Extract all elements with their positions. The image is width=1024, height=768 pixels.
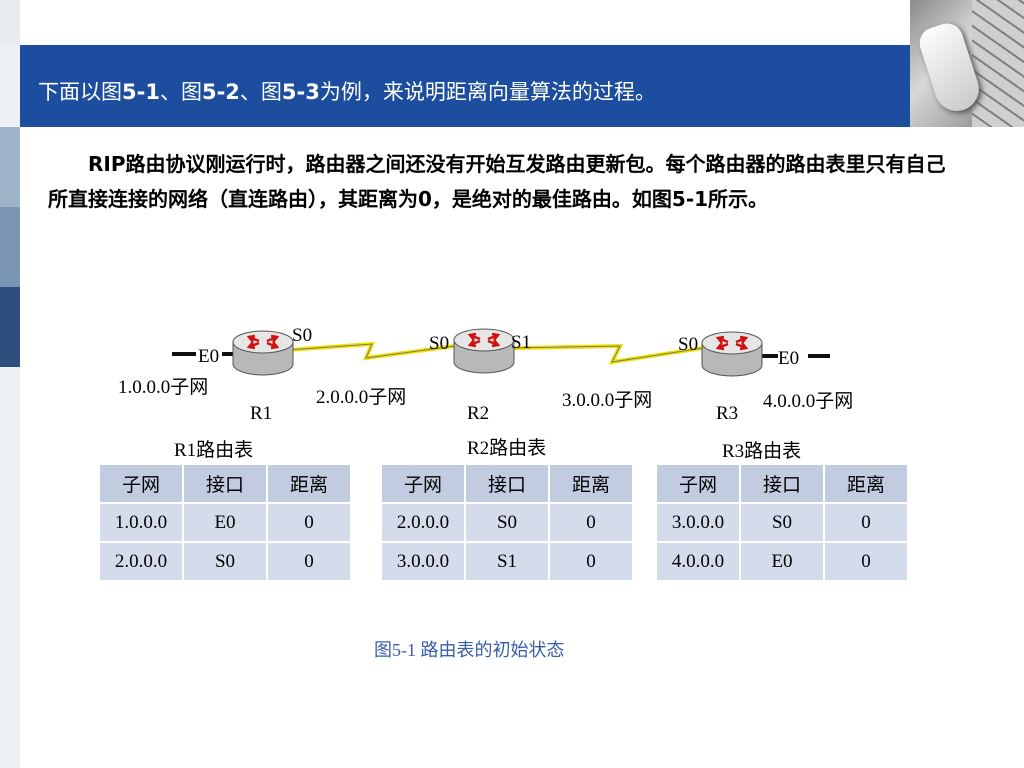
- router-r2-label: R2: [467, 403, 489, 424]
- table-header-row: 子网接口距离: [655, 463, 909, 504]
- r2-interface-s1: S1: [511, 332, 531, 353]
- header-band: [20, 45, 910, 127]
- serial-link-r2-r3: [513, 343, 704, 365]
- r1-interface-s0: S0: [292, 325, 312, 346]
- router-r2: [452, 327, 516, 375]
- router-r1-label: R1: [250, 403, 272, 424]
- slide-title: 下面以图5-1、图5-2、图5-3为例，来说明距离向量算法的过程。: [38, 80, 656, 104]
- decorative-photo-mouse-keyboard: [910, 0, 1024, 127]
- subnet-1-label: 1.0.0.0子网: [118, 377, 208, 398]
- left-decor-strip: [0, 0, 20, 768]
- r2-interface-s0: S0: [429, 333, 449, 354]
- subnet-2-label: 2.0.0.0子网: [316, 387, 406, 408]
- subnet-3-label: 3.0.0.0子网: [562, 390, 652, 411]
- subnet-4-label: 4.0.0.0子网: [763, 391, 853, 412]
- r1-interface-e0: E0: [198, 346, 219, 367]
- r1-table-title: R1路由表: [174, 439, 253, 461]
- r3-interface-s0: S0: [678, 334, 698, 355]
- router-r3-label: R3: [716, 403, 738, 424]
- r3-table-title: R3路由表: [722, 440, 801, 462]
- router-r1: [231, 329, 295, 377]
- table-header-row: 子网接口距离: [98, 463, 352, 504]
- figure-caption: 图5-1 路由表的初始状态: [374, 640, 565, 660]
- r2-table-title: R2路由表: [467, 437, 546, 459]
- body-paragraph: RIP路由协议刚运行时，路由器之间还没有开始互发路由更新包。每个路由器的路由表里…: [48, 152, 946, 211]
- r3-interface-e0: E0: [778, 348, 799, 369]
- table-header-row: 子网接口距离: [380, 463, 634, 504]
- router-r3: [700, 330, 764, 378]
